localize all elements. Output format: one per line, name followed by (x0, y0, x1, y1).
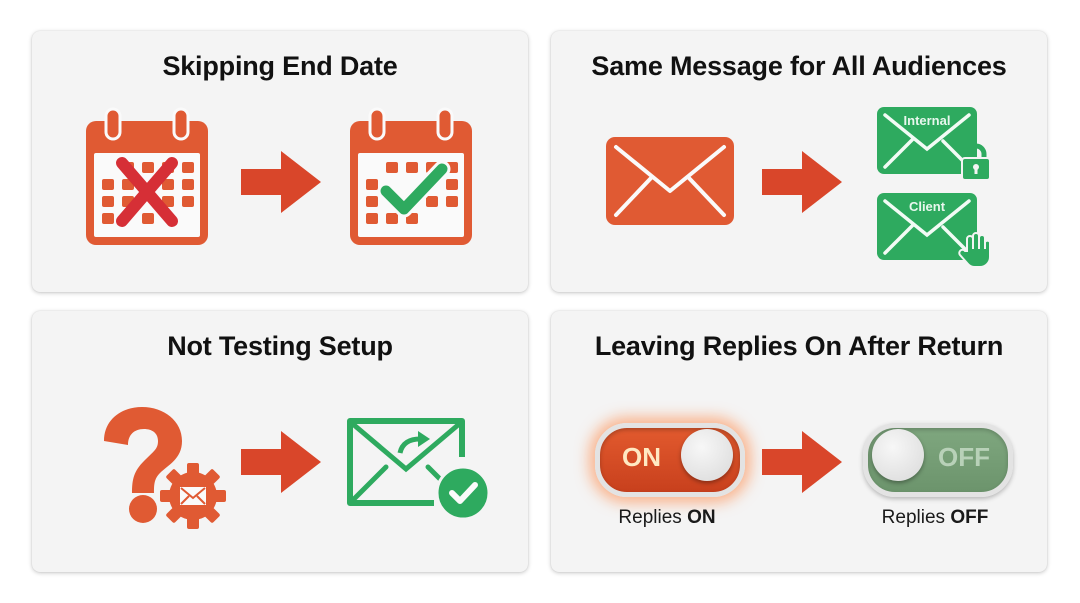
caption-prefix: Replies (618, 507, 688, 528)
card-same-message: Same Message for All Audiences Internal (551, 31, 1047, 292)
arrow-right-icon (762, 431, 842, 493)
toggle-state-text: ON (622, 442, 661, 472)
envelope-icon (877, 193, 977, 260)
arrow-right-icon (241, 151, 321, 213)
replies-on-toggle[interactable]: ON (595, 423, 745, 497)
toggle-state-text: OFF (938, 442, 990, 472)
caption-state: OFF (950, 507, 989, 528)
lock-icon (961, 143, 991, 181)
caption-state: ON (687, 507, 716, 528)
card-title: Skipping End Date (162, 51, 398, 81)
replies-off-caption: Replies OFF (845, 507, 1025, 529)
question-gear-envelope-icon (104, 407, 226, 529)
arrow-right-icon (241, 431, 321, 493)
envelope-forward-check-icon (347, 418, 491, 521)
calendar-check-icon (350, 107, 472, 245)
toggle-knob (681, 429, 733, 481)
replies-off-toggle[interactable]: OFF (863, 423, 1013, 497)
toggle-knob (872, 429, 924, 481)
envelope-label: Client (908, 199, 946, 214)
card-skipping-end-date: Skipping End Date (32, 31, 528, 292)
card-not-testing-setup: Not Testing Setup (32, 311, 528, 572)
arrow-right-icon (762, 151, 842, 213)
internal-envelope: Internal (877, 107, 991, 183)
calendar-x-icon (86, 107, 208, 245)
caption-prefix: Replies (881, 507, 951, 528)
card-title: Not Testing Setup (167, 331, 393, 361)
card-title: Leaving Replies On After Return (594, 331, 1004, 361)
envelope-icon (606, 137, 734, 225)
envelope-label: Internal (903, 113, 951, 128)
card-leaving-replies-on: Leaving Replies On After Return ON Repli… (551, 311, 1047, 572)
hand-icon (958, 232, 991, 268)
replies-on-caption: Replies ON (577, 507, 757, 529)
client-envelope: Client (877, 193, 991, 269)
card-title: Same Message for All Audiences (591, 51, 1007, 81)
